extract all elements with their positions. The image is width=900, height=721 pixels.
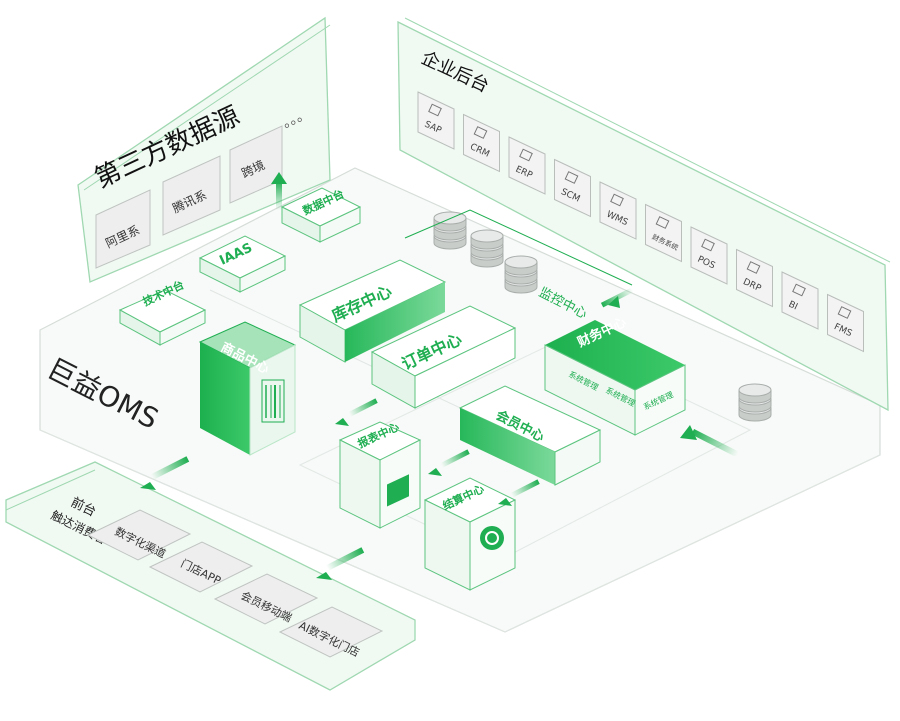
- arrow-product-to-frontend: [140, 456, 190, 490]
- member-center[interactable]: 会员中心: [458, 385, 602, 486]
- arrow-order-to-report: [335, 398, 378, 426]
- arrow-member-to-report: [428, 449, 470, 476]
- database-cylinders: [433, 211, 772, 422]
- bi-icon: [792, 283, 806, 297]
- channel-digital[interactable]: 数字化渠道: [86, 509, 192, 561]
- backend-system-fms[interactable]: FMS: [827, 293, 864, 353]
- third-party-items: 阿里系 腾讯系 跨境: [95, 125, 283, 269]
- finance-center[interactable]: 财务中心 系统管理 系统管理 系统管理: [544, 314, 686, 436]
- backend-system-crm[interactable]: CRM: [463, 113, 500, 173]
- up-arrow-to-third-party: [271, 172, 287, 210]
- third-party-item-crossborder[interactable]: 跨境: [229, 125, 283, 204]
- backend-system-wms[interactable]: WMS: [599, 181, 637, 240]
- inventory-center[interactable]: 库存中心: [298, 259, 447, 363]
- backend-system-pos[interactable]: POS: [690, 226, 728, 285]
- drp-icon: [746, 261, 761, 274]
- backend-system-label: BI: [787, 300, 799, 313]
- erp-icon: [519, 148, 533, 162]
- data-center-box[interactable]: 数据中台: [280, 186, 362, 243]
- backend-system-bi[interactable]: BI: [781, 271, 819, 330]
- monitor-icon: [701, 238, 715, 252]
- arrow-settlement-to-frontend: [316, 547, 365, 580]
- backend-system-财务系统[interactable]: 财务系统: [645, 203, 682, 263]
- flow-arrows: [140, 398, 540, 580]
- backend-panel: 企业后台: [397, 17, 891, 412]
- order-center[interactable]: 订单中心: [370, 305, 517, 409]
- backend-system-sap[interactable]: SAP: [417, 91, 455, 150]
- yuan-icon: [655, 216, 670, 229]
- channel-list: 数字化渠道 门店APP 会员移动端 AI数字化门店: [86, 509, 384, 660]
- product-center-barcode: [261, 379, 285, 423]
- backend-system-scm[interactable]: SCM: [554, 158, 591, 218]
- database-icon: [504, 255, 538, 294]
- sap-icon: [428, 103, 442, 117]
- database-icon: [470, 229, 504, 268]
- third-party-item-tencent[interactable]: 腾讯系: [162, 155, 221, 236]
- database-icon: [738, 383, 772, 422]
- database-icon: [433, 211, 467, 250]
- arrow-db-to-finance: [680, 425, 739, 458]
- third-party-item-ali[interactable]: 阿里系: [95, 189, 151, 269]
- truck-icon: [610, 193, 624, 207]
- fms-icon: [837, 306, 852, 319]
- arrow-member-to-settlement: [498, 479, 540, 506]
- backend-system-erp[interactable]: ERP: [508, 136, 546, 195]
- channel-store-app[interactable]: 门店APP: [148, 541, 254, 593]
- scm-icon: [564, 171, 579, 184]
- report-center[interactable]: 报表中心: [338, 419, 422, 529]
- backend-system-drp[interactable]: DRP: [736, 248, 773, 308]
- crm-icon: [473, 126, 488, 139]
- product-center[interactable]: 商品中心: [198, 321, 297, 456]
- settlement-center[interactable]: 结算中心: [423, 477, 517, 591]
